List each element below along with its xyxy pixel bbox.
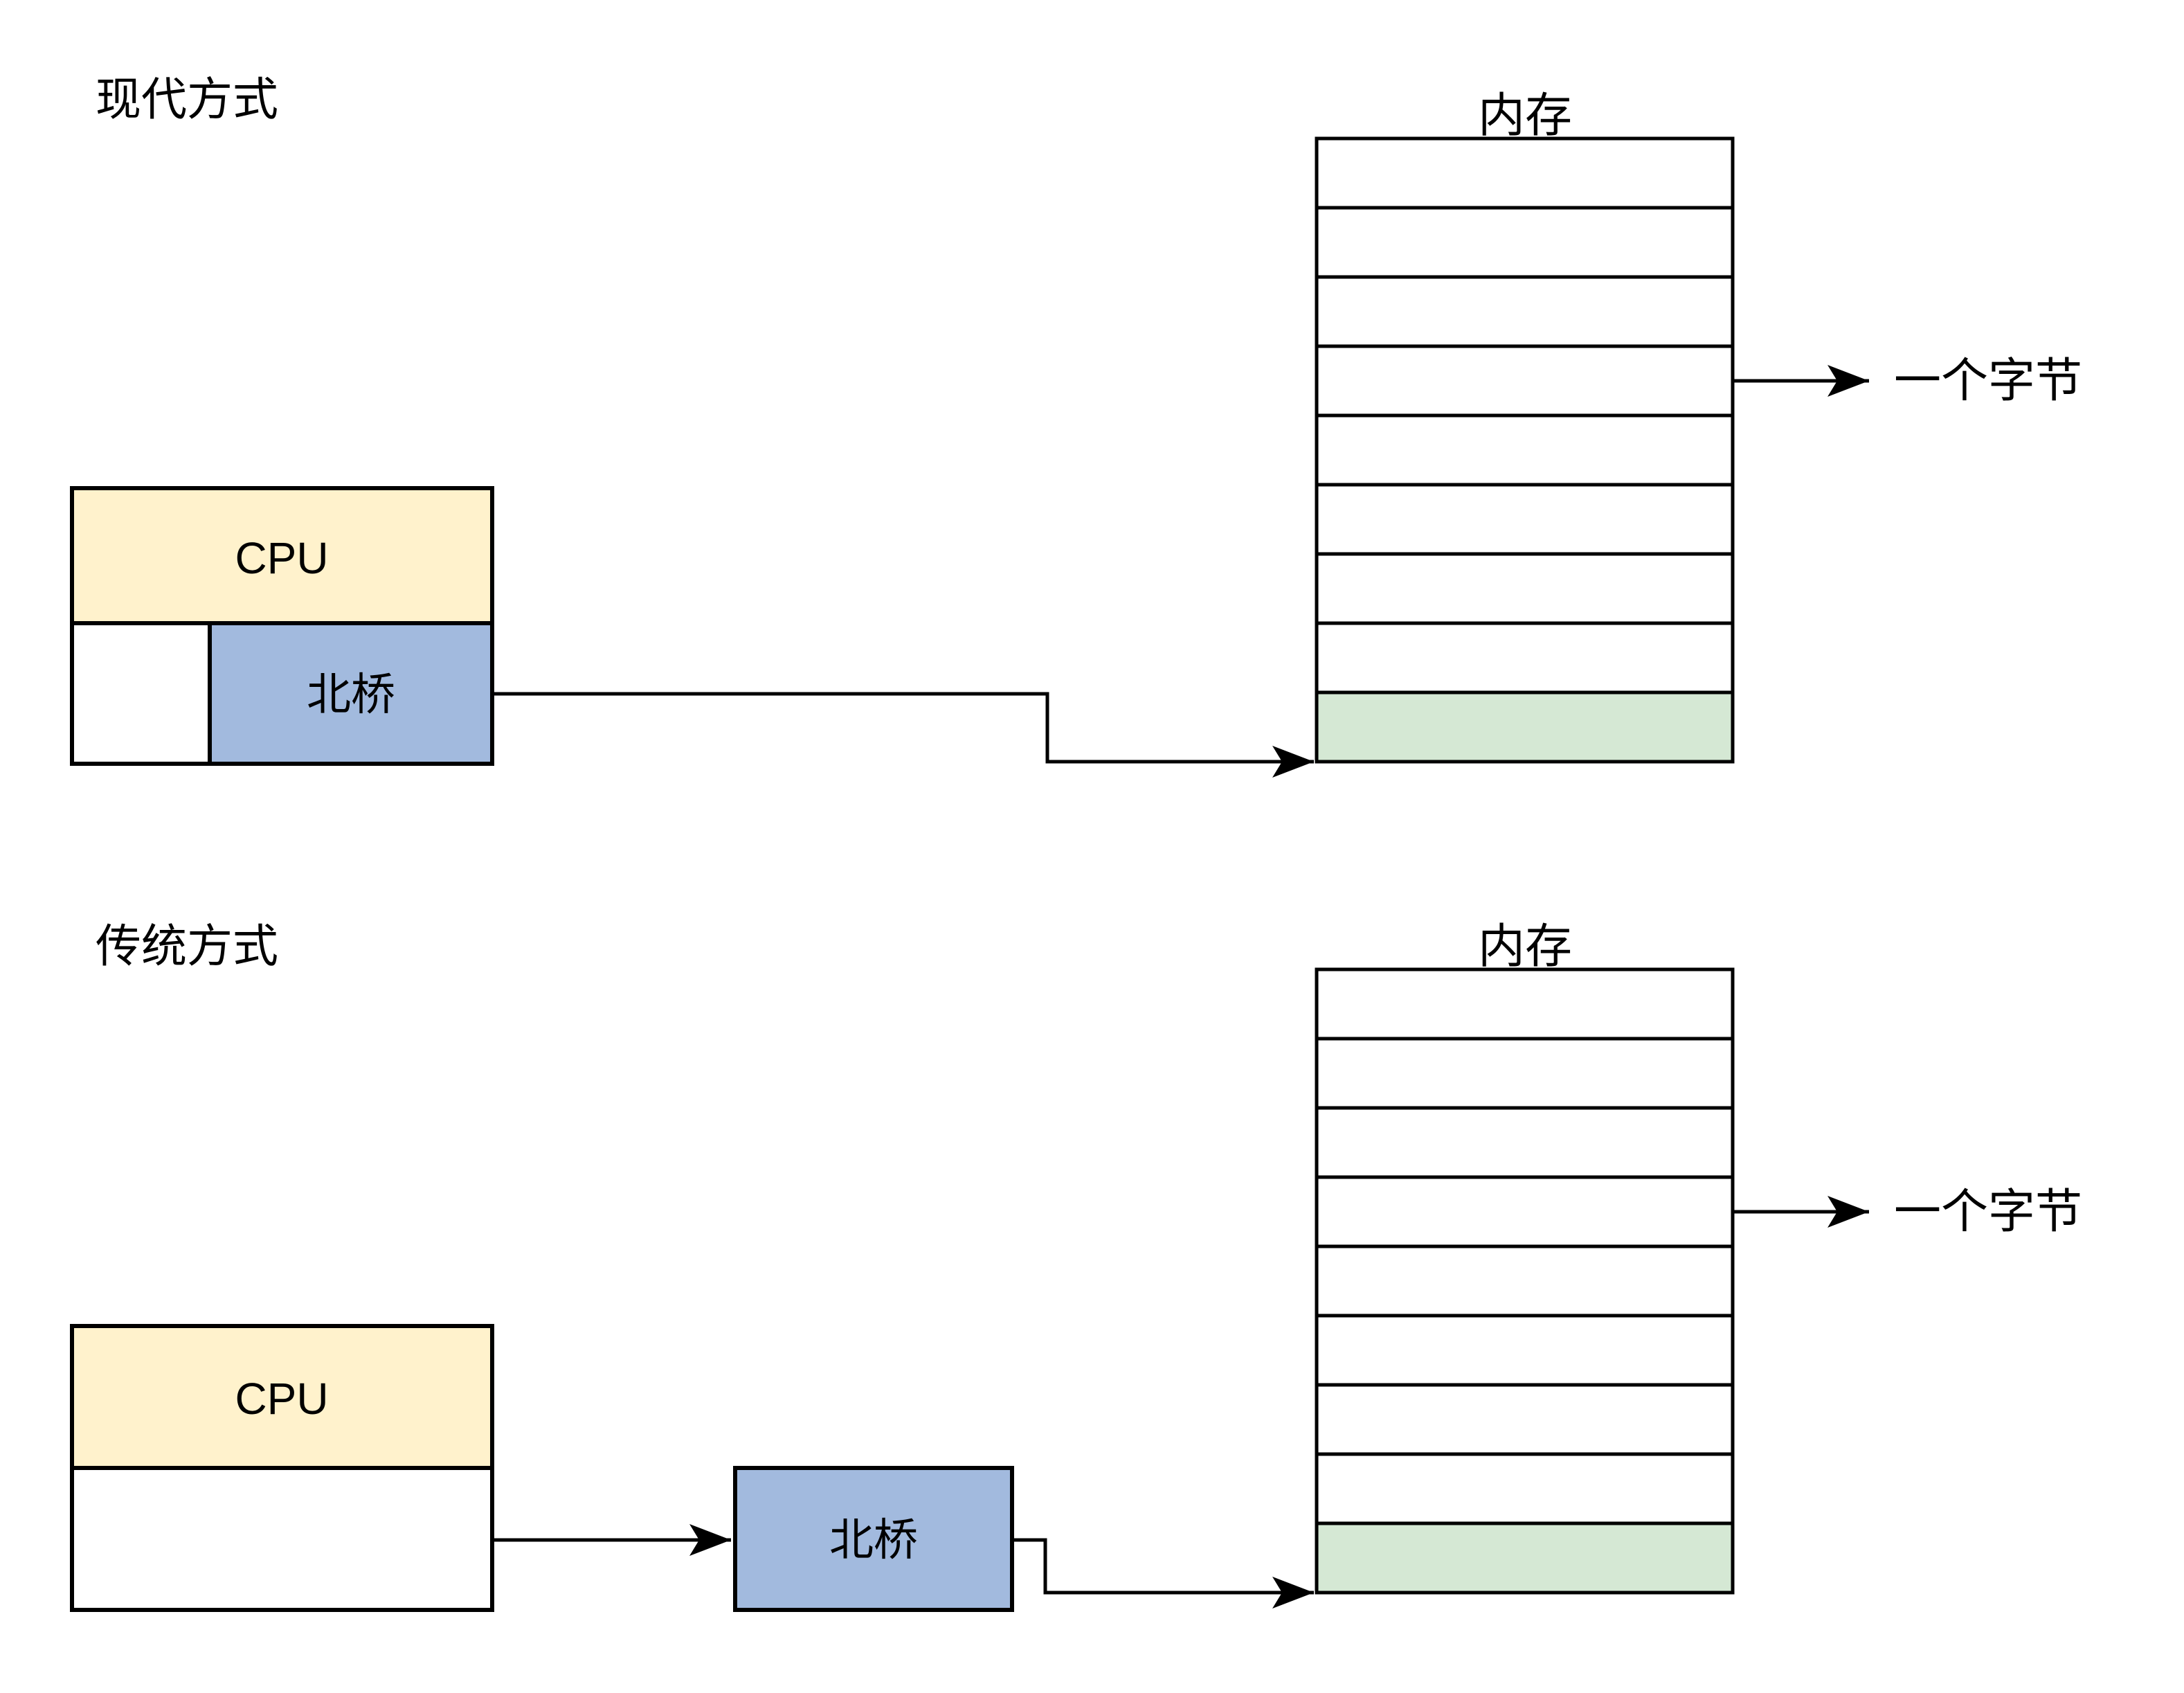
modern-section-title: 现代方式 bbox=[96, 73, 278, 125]
traditional-cpu-group: CPU bbox=[70, 1324, 494, 1612]
modern-bridge-box bbox=[208, 621, 494, 766]
traditional-bridge-label: 北桥 bbox=[829, 1515, 918, 1565]
modern-memory-stack bbox=[1315, 136, 1735, 764]
memory-cell bbox=[1315, 275, 1735, 348]
memory-cell bbox=[1315, 1175, 1735, 1248]
traditional-cpu-label: CPU bbox=[235, 1374, 328, 1424]
memory-cell-highlighted bbox=[1315, 690, 1735, 764]
memory-cell bbox=[1315, 483, 1735, 556]
modern-cpu-group: CPU 北桥 bbox=[70, 486, 494, 766]
modern-cpu-empty-cell bbox=[70, 621, 212, 766]
modern-cpu-label: CPU bbox=[235, 533, 328, 583]
memory-cell bbox=[1315, 1452, 1735, 1525]
memory-cell bbox=[1315, 344, 1735, 418]
modern-bridge-to-memory-connector bbox=[492, 692, 1314, 778]
memory-cell bbox=[1315, 1383, 1735, 1456]
modern-bridge-label: 北桥 bbox=[307, 670, 395, 719]
memory-cell bbox=[1315, 1314, 1735, 1387]
memory-cell bbox=[1315, 206, 1735, 279]
traditional-bridge-to-memory-connector bbox=[1012, 1538, 1314, 1609]
traditional-cpu-empty-cell bbox=[70, 1466, 494, 1612]
diagram-modern: 现代方式 内存 一个字节 CPU 北桥 bbox=[70, 73, 2082, 778]
memory-cell bbox=[1315, 1037, 1735, 1110]
memory-cell bbox=[1315, 552, 1735, 625]
traditional-cpu-box bbox=[70, 1324, 494, 1470]
modern-byte-label: 一个字节 bbox=[1894, 355, 2082, 407]
traditional-bridge-box bbox=[733, 1466, 1014, 1612]
traditional-section-title: 传统方式 bbox=[96, 920, 278, 971]
memory-cell bbox=[1315, 621, 1735, 695]
memory-cell bbox=[1315, 136, 1735, 210]
diagram-traditional: 传统方式 内存 一个字节 CPU 北桥 bbox=[70, 920, 2082, 1612]
memory-cell bbox=[1315, 413, 1735, 487]
memory-cell bbox=[1315, 1106, 1735, 1179]
traditional-memory-stack bbox=[1315, 967, 1735, 1595]
traditional-byte-label: 一个字节 bbox=[1894, 1185, 2082, 1238]
memory-cell bbox=[1315, 1244, 1735, 1318]
traditional-bridge-group: 北桥 bbox=[733, 1466, 1014, 1612]
modern-memory-title: 内存 bbox=[1478, 89, 1572, 142]
memory-cell bbox=[1315, 967, 1735, 1041]
memory-cell-highlighted bbox=[1315, 1521, 1735, 1595]
traditional-memory-title: 内存 bbox=[1478, 920, 1572, 973]
